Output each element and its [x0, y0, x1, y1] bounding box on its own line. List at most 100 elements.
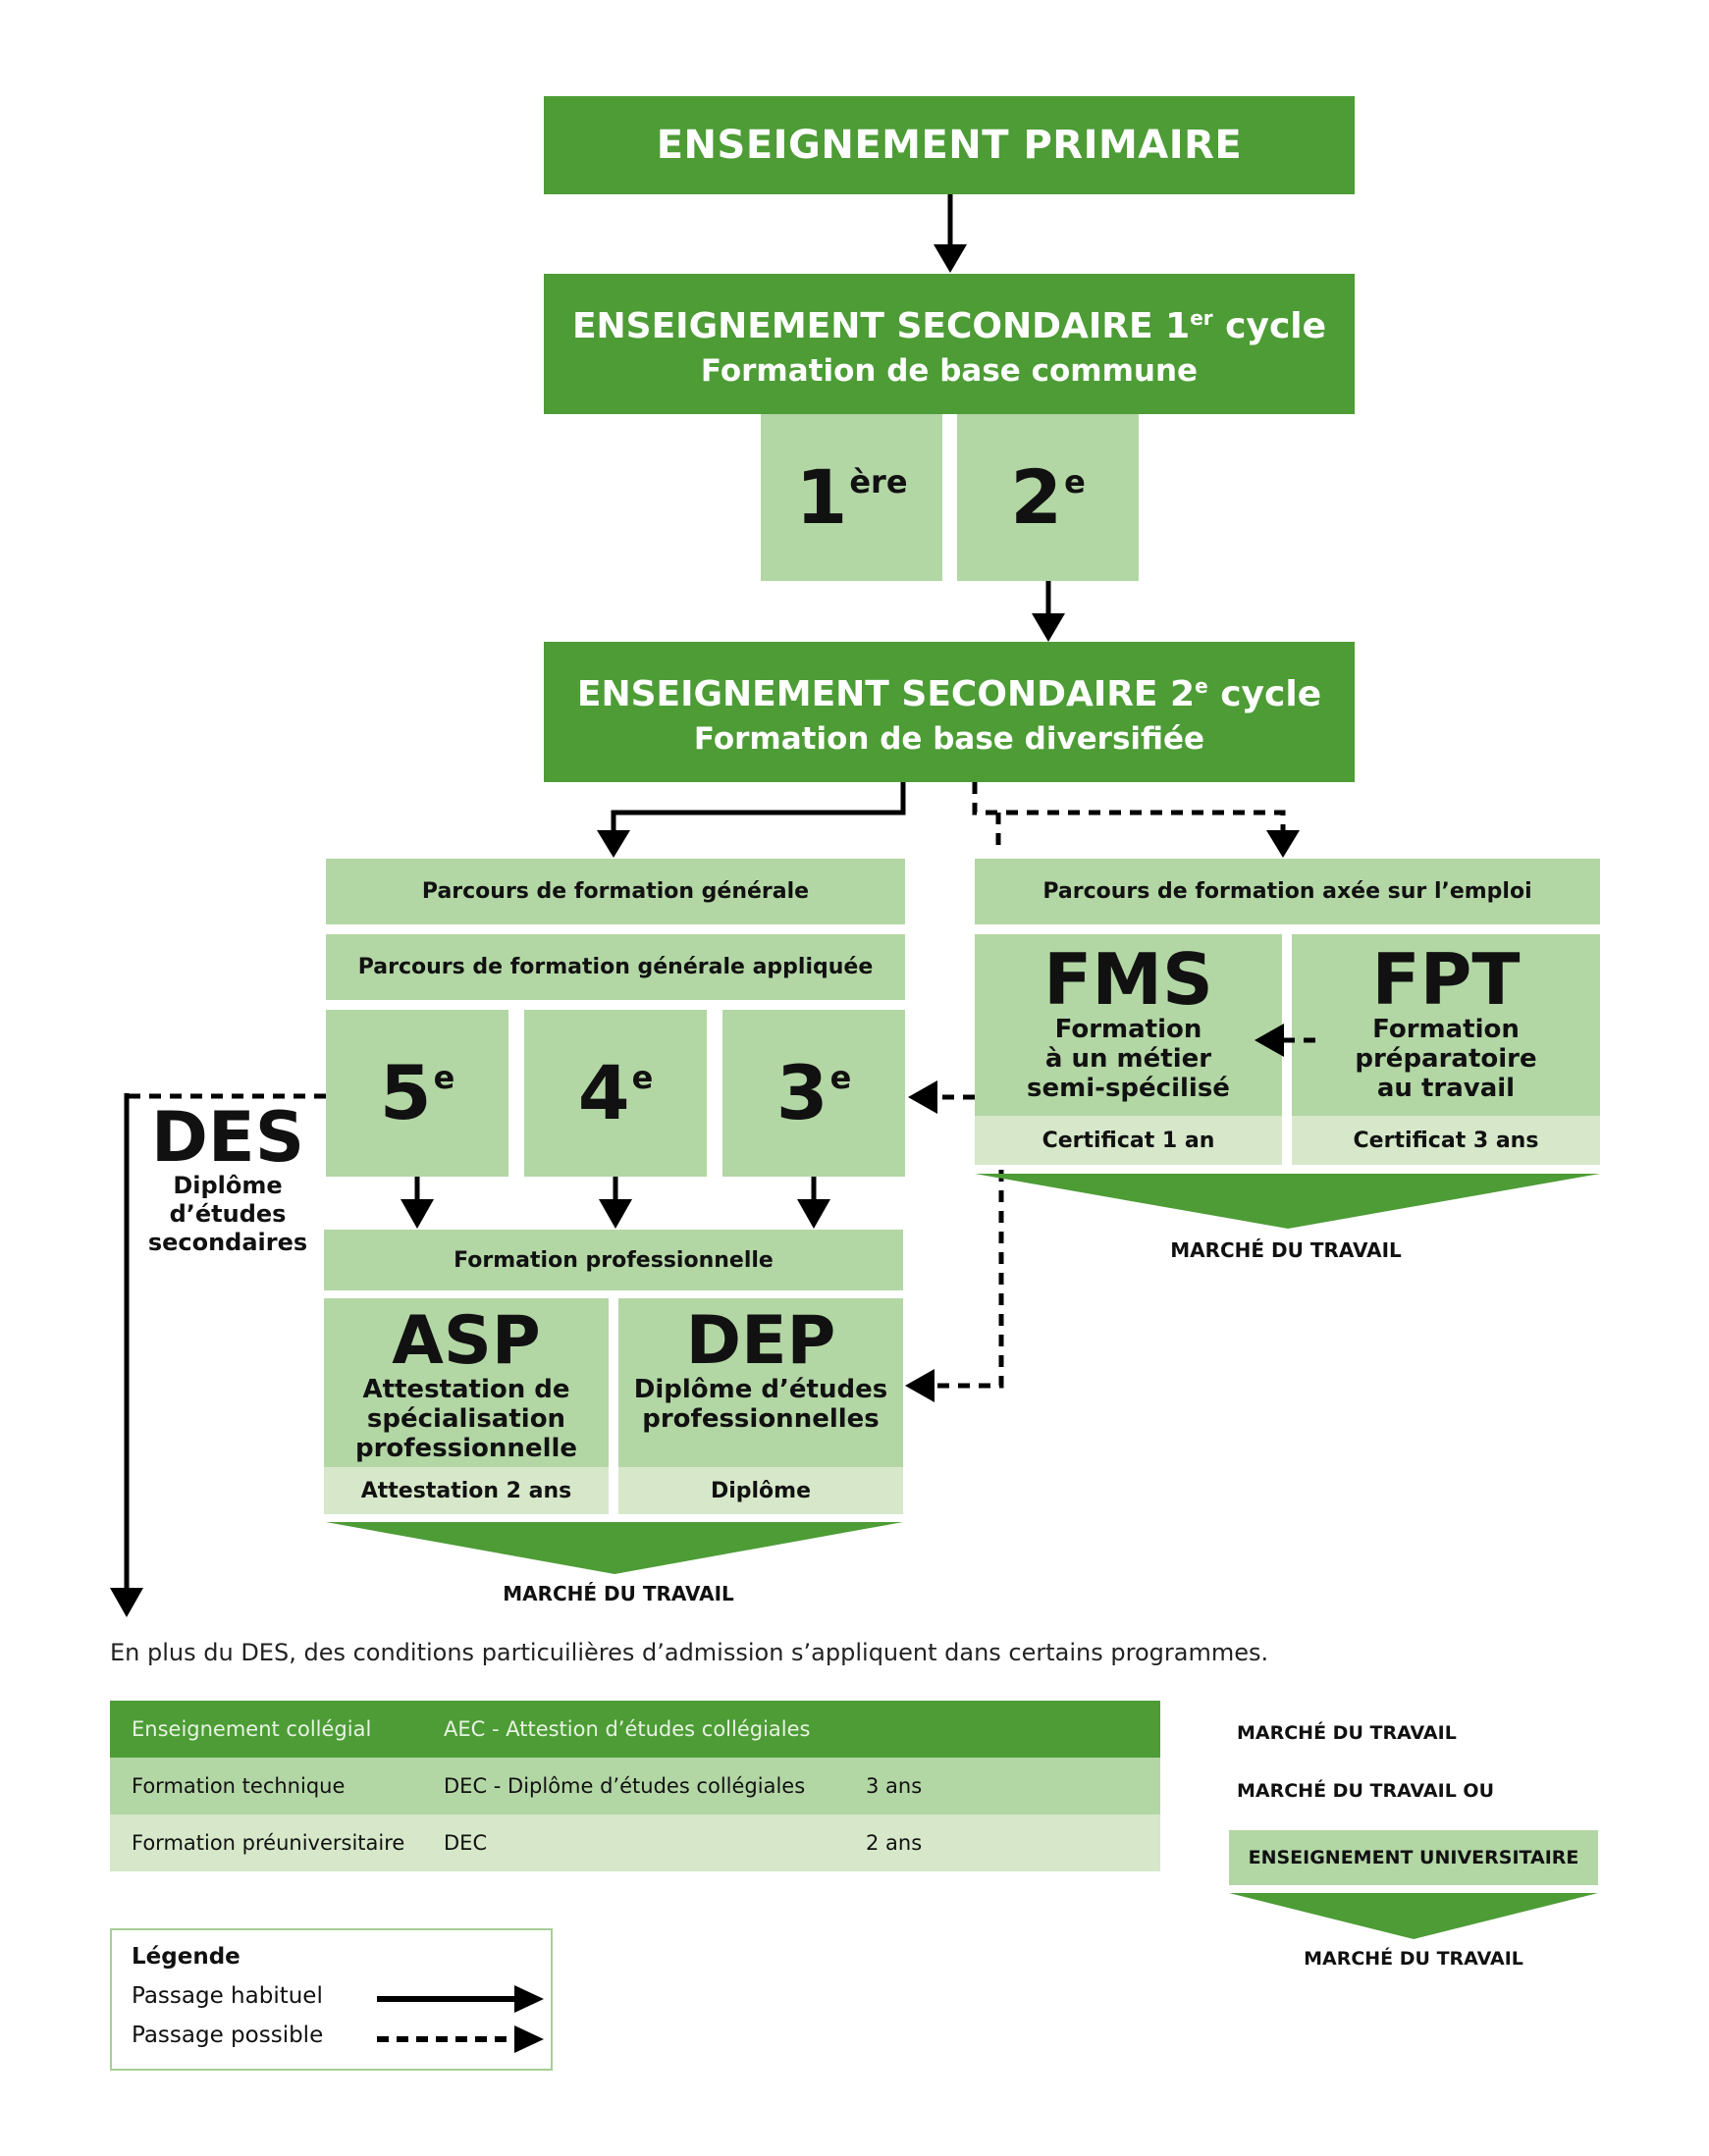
fms-line2: à un métier [1044, 1044, 1212, 1074]
secondary-cycle1-subtitle: Formation de base commune [700, 353, 1199, 389]
college-table-row: Formation technique DEC - Diplôme d’étud… [110, 1758, 1160, 1814]
legend-box: Légende Passage habituel Passage possibl… [110, 1928, 553, 2071]
grade-num: 1 [795, 453, 848, 541]
university-box: ENSEIGNEMENT UNIVERSITAIRE [1229, 1830, 1598, 1885]
fms-footer: Certificat 1 an [975, 1116, 1282, 1165]
asp-line1: Attestation de [362, 1375, 570, 1404]
grade-sup: e [829, 1059, 852, 1096]
dashed-arrow-secondary2-to-employment [972, 782, 1300, 858]
fpt-line3: au travail [1376, 1074, 1516, 1103]
secondary-cycle1-title: ENSEIGNEMENT SECONDAIRE 1er cycle [572, 295, 1326, 349]
college-row-diploma: AEC - Attestion d’études collégiales [444, 1717, 811, 1741]
fpt-line1: Formation [1372, 1015, 1520, 1044]
college-row-type: Formation technique [132, 1774, 346, 1798]
professional-market-label: MARCHÉ DU TRAVAIL [503, 1582, 734, 1605]
general-applied-path-label: Parcours de formation générale appliquée [357, 955, 874, 979]
des-line3: secondaires [147, 1229, 308, 1256]
college-row-duration: 3 ans [866, 1774, 923, 1798]
solid-arrow-icon [377, 1985, 544, 2013]
asp-line3: professionnelle [354, 1434, 578, 1463]
employment-market-label: MARCHÉ DU TRAVAIL [1170, 1238, 1402, 1262]
dep-footer-label: Diplôme [710, 1478, 812, 1503]
secondary-cycle1-box: ENSEIGNEMENT SECONDAIRE 1er cycle Format… [544, 274, 1355, 414]
secondary-cycle2-title: ENSEIGNEMENT SECONDAIRE 2e cycle [577, 663, 1321, 717]
professional-market-chevron [326, 1522, 903, 1574]
college-row-type: Enseignement collégial [132, 1717, 372, 1741]
fpt-footer: Certificat 3 ans [1292, 1116, 1600, 1165]
employment-path-label: Parcours de formation axée sur l’emploi [1042, 879, 1532, 904]
secondary-cycle1-title-main: ENSEIGNEMENT SECONDAIRE 1 [571, 306, 1191, 346]
fpt-acronym: FPT [1371, 938, 1521, 1021]
grade-sup: e [1064, 463, 1086, 500]
legend-arrows [377, 1985, 544, 2053]
legend-usual-label: Passage habituel [132, 1983, 323, 2009]
professional-training-box: Formation professionnelle [324, 1230, 903, 1290]
fms-box: FMS Formation à un métier semi-spécilisé [975, 934, 1282, 1116]
college-table-row: Enseignement collégial AEC - Attestion d… [110, 1701, 1160, 1758]
college-row-diploma: DEC [444, 1831, 488, 1855]
secondary-cycle2-title-sup: e [1195, 674, 1208, 698]
dep-box: DEP Diplôme d’études professionnelles [618, 1298, 903, 1467]
legend-possible-label: Passage possible [132, 2023, 324, 2048]
asp-line2: spécialisation [366, 1404, 566, 1434]
college-row-type: Formation préuniversitaire [132, 1831, 405, 1855]
grade-label-4: 4e [578, 1056, 654, 1131]
fpt-footer-label: Certificat 3 ans [1353, 1128, 1539, 1153]
fms-footer-label: Certificat 1 an [1041, 1128, 1215, 1153]
fpt-line2: préparatoire [1355, 1044, 1537, 1074]
secondary-cycle2-box: ENSEIGNEMENT SECONDAIRE 2e cycle Formati… [544, 642, 1355, 782]
general-applied-path-box: Parcours de formation générale appliquée [326, 934, 905, 1000]
university-market-chevron [1229, 1893, 1598, 1939]
grade-label-2: 2e [1010, 460, 1086, 535]
secondary-cycle2-subtitle: Formation de base diversifiée [693, 721, 1205, 757]
fms-line1: Formation [1054, 1015, 1202, 1044]
dep-footer: Diplôme [618, 1467, 903, 1514]
asp-acronym: ASP [392, 1302, 541, 1380]
dep-line1: Diplôme d’études [633, 1375, 888, 1404]
grade-label-1: 1ère [795, 460, 907, 535]
university-label: ENSEIGNEMENT UNIVERSITAIRE [1248, 1847, 1579, 1868]
arrow-secondary2-to-general [597, 782, 906, 858]
asp-footer-label: Attestation 2 ans [360, 1478, 572, 1503]
general-path-box: Parcours de formation générale [326, 859, 905, 924]
grade-box-4: 4e [524, 1010, 707, 1177]
dep-acronym: DEP [685, 1302, 836, 1380]
university-market-label: MARCHÉ DU TRAVAIL [1304, 1948, 1523, 1970]
asp-box: ASP Attestation de spécialisation profes… [324, 1298, 609, 1467]
college-outcome-2: MARCHÉ DU TRAVAIL OU [1237, 1780, 1494, 1802]
grade-box-3: 3e [722, 1010, 905, 1177]
grade-box-2: 2e [957, 414, 1139, 581]
arrow-des-to-college [110, 1093, 143, 1617]
professional-training-label: Formation professionnelle [454, 1247, 774, 1273]
fms-line3: semi-spécilisé [1027, 1074, 1230, 1103]
employment-path-box: Parcours de formation axée sur l’emploi [975, 859, 1600, 924]
grade-box-5: 5e [326, 1010, 508, 1177]
arrow-grade4-to-professional [599, 1177, 632, 1229]
employment-market-chevron [975, 1174, 1600, 1229]
dep-line2: professionnelles [642, 1404, 880, 1434]
des-label: DES Diplôme d’études secondaires [139, 1103, 316, 1260]
grade-num: 3 [775, 1049, 828, 1136]
dashed-arrow-fms-to-grade3 [908, 1080, 975, 1114]
grade-label-3: 3e [776, 1056, 852, 1131]
grade-sup: ère [849, 463, 908, 500]
secondary-cycle2-title-end: cycle [1207, 674, 1322, 714]
college-row-duration: 2 ans [866, 1831, 923, 1855]
arrow-primary-to-secondary1 [934, 194, 967, 273]
fpt-box: FPT Formation préparatoire au travail [1292, 934, 1600, 1116]
asp-footer: Attestation 2 ans [324, 1467, 609, 1514]
fms-acronym: FMS [1043, 938, 1213, 1021]
secondary-cycle2-title-main: ENSEIGNEMENT SECONDAIRE 2 [576, 674, 1196, 714]
des-line2: d’études [169, 1200, 287, 1228]
arrow-grade2-to-secondary2 [1032, 581, 1065, 642]
general-path-label: Parcours de formation générale [421, 879, 810, 904]
des-line1: Diplôme [173, 1172, 283, 1199]
grade-box-1: 1ère [761, 414, 942, 581]
grade-label-5: 5e [380, 1056, 455, 1131]
grade-num: 4 [577, 1049, 630, 1136]
grade-num: 5 [379, 1049, 432, 1136]
arrow-grade3-to-professional [797, 1177, 830, 1229]
college-table-row: Formation préuniversitaire DEC 2 ans [110, 1814, 1160, 1871]
dashed-arrow-icon [377, 2025, 544, 2053]
grade-sup: e [631, 1059, 654, 1096]
